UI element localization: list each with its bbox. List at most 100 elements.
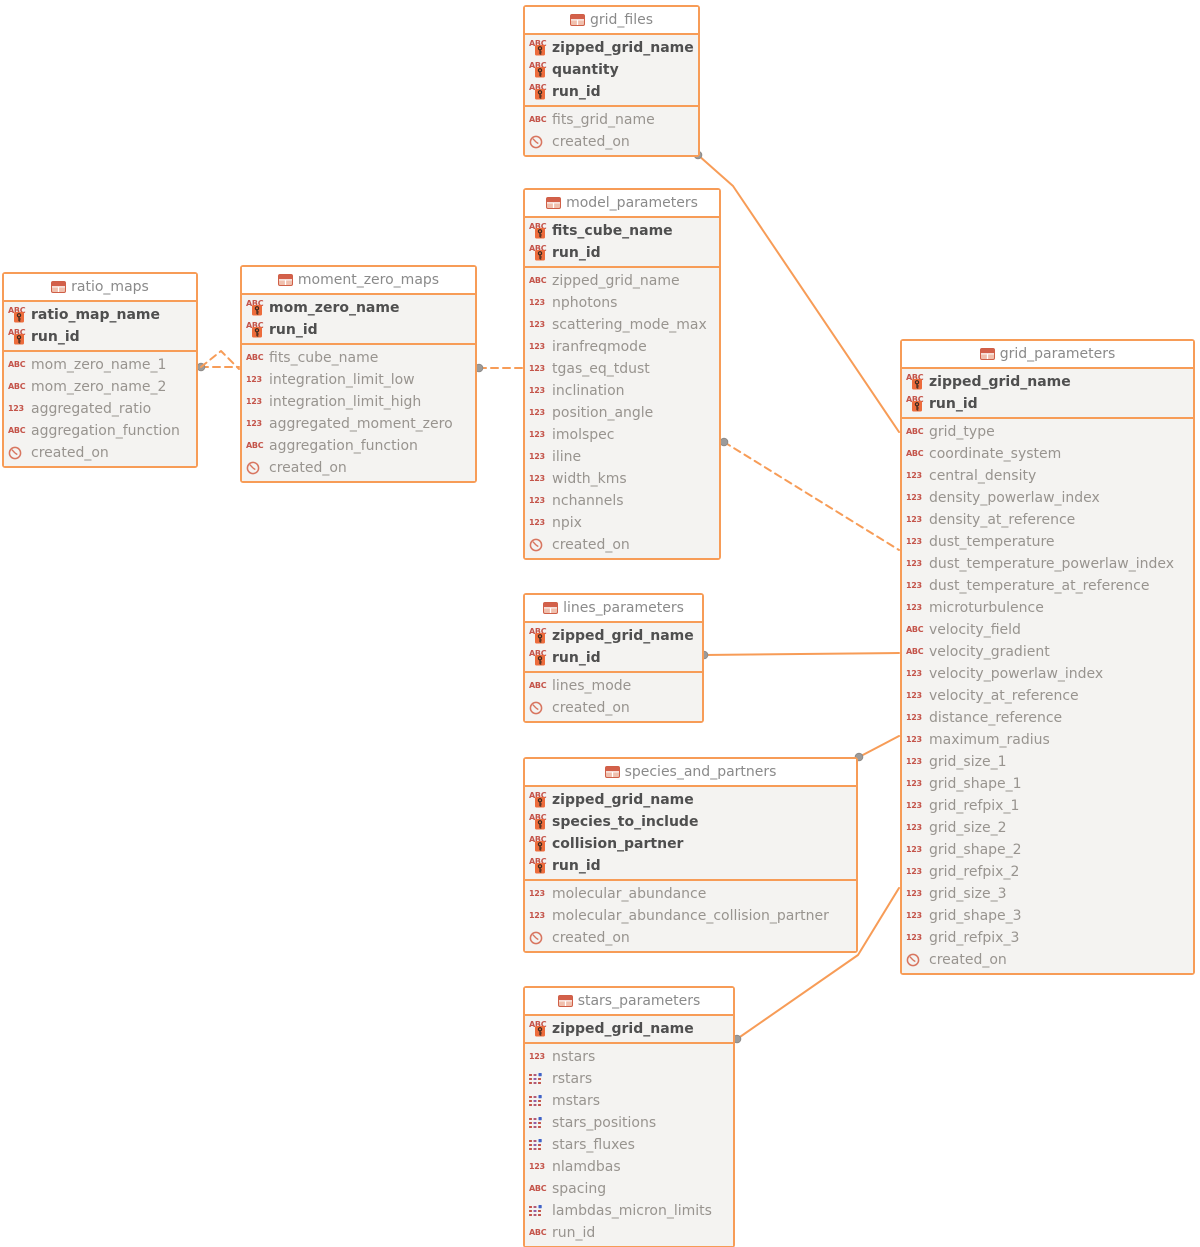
table-header[interactable]: moment_zero_maps — [242, 267, 475, 293]
table-header[interactable]: stars_parameters — [525, 988, 733, 1014]
column-row[interactable]: created_on — [525, 534, 719, 556]
table-header[interactable]: grid_files — [525, 7, 698, 33]
column-row[interactable]: created_on — [902, 949, 1193, 971]
column-row[interactable]: created_on — [525, 697, 702, 719]
relationship-line[interactable] — [723, 441, 900, 551]
column-row[interactable]: created_on — [525, 927, 856, 949]
relationship-line[interactable] — [697, 154, 900, 433]
table-header[interactable]: species_and_partners — [525, 759, 856, 785]
column-row[interactable]: stars_fluxes — [525, 1134, 733, 1156]
column-row[interactable]: stars_positions — [525, 1112, 733, 1134]
table-header[interactable]: grid_parameters — [902, 341, 1193, 367]
relationship-line[interactable] — [703, 652, 900, 656]
column-row[interactable]: created_on — [242, 457, 475, 479]
column-row[interactable]: lambdas_micron_limits — [525, 1200, 733, 1222]
relationship-line[interactable] — [736, 887, 900, 1040]
column-row[interactable]: created_on — [525, 131, 698, 153]
column-row[interactable]: rstars — [525, 1068, 733, 1090]
relationship-line[interactable] — [200, 350, 240, 370]
column-row[interactable]: created_on — [4, 442, 196, 464]
connector-dot[interactable] — [719, 437, 729, 447]
relationship-line[interactable] — [858, 735, 900, 758]
table-header[interactable]: ratio_maps — [4, 274, 196, 300]
column-row[interactable]: mstars — [525, 1090, 733, 1112]
table-header[interactable]: lines_parameters — [525, 595, 702, 621]
